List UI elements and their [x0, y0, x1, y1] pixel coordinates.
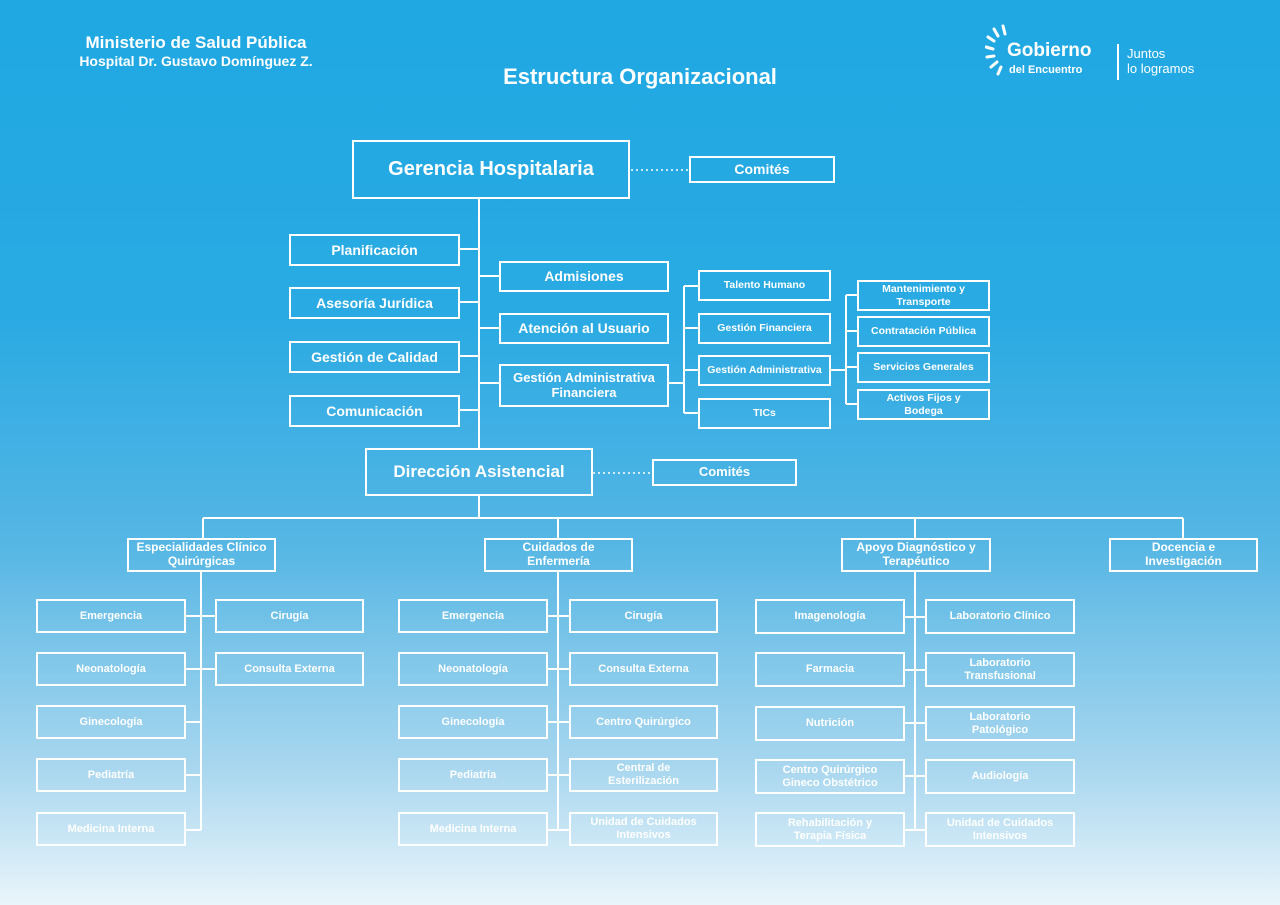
apoyo-audiologia-box: Audiología — [925, 759, 1075, 794]
logo-divider — [1117, 44, 1119, 80]
esp-neonatologia-box: Neonatología — [36, 652, 186, 686]
ministry-header: Ministerio de Salud Pública Hospital Dr.… — [62, 33, 330, 71]
apoyo-rehabilitacion-box: Rehabilitación y Terapia Física — [755, 812, 905, 847]
gestion-administrativa-financiera-box: Gestión Administrativa Financiera — [499, 364, 669, 407]
gestion-calidad-box: Gestión de Calidad — [289, 341, 460, 373]
enf-ginecologia-box: Ginecología — [398, 705, 548, 739]
esp-emergencia-box: Emergencia — [36, 599, 186, 633]
esp-medicina-interna-box: Medicina Interna — [36, 812, 186, 846]
apoyo-diagnostico-area-box: Apoyo Diagnóstico y Terapéutico — [841, 538, 991, 572]
page-title: Estructura Organizacional — [503, 64, 777, 89]
esp-pediatria-box: Pediatría — [36, 758, 186, 792]
apoyo-uci-box: Unidad de Cuidados Intensivos — [925, 812, 1075, 847]
especialidades-area-box: Especialidades Clínico Quirúrgicas — [127, 538, 276, 572]
apoyo-laboratorio-clinico-box: Laboratorio Clínico — [925, 599, 1075, 634]
servicios-generales-box: Servicios Generales — [857, 352, 990, 383]
enf-central-esterilizacion-box: Central de Esterilización — [569, 758, 718, 792]
enf-emergencia-box: Emergencia — [398, 599, 548, 633]
logo-tagline: Juntos lo logramos — [1127, 46, 1195, 76]
docencia-investigacion-area-box: Docencia e Investigación — [1109, 538, 1258, 572]
enf-consulta-externa-box: Consulta Externa — [569, 652, 718, 686]
enf-pediatria-box: Pediatría — [398, 758, 548, 792]
activos-fijos-bodega-box: Activos Fijos y Bodega — [857, 389, 990, 420]
esp-cirugia-box: Cirugía — [215, 599, 364, 633]
apoyo-centro-quirurgico-gineco-box: Centro Quirúrgico Gineco Obstétrico — [755, 759, 905, 794]
comunicacion-box: Comunicación — [289, 395, 460, 427]
mantenimiento-transporte-box: Mantenimiento y Transporte — [857, 280, 990, 311]
talento-humano-box: Talento Humano — [698, 270, 831, 301]
comites-top-box: Comités — [689, 156, 835, 183]
asesoria-juridica-box: Asesoría Jurídica — [289, 287, 460, 319]
burst-icon — [985, 24, 1007, 76]
enf-centro-quirurgico-box: Centro Quirúrgico — [569, 705, 718, 739]
comites-mid-box: Comités — [652, 459, 797, 486]
gestion-financiera-box: Gestión Financiera — [698, 313, 831, 344]
contratacion-publica-box: Contratación Pública — [857, 316, 990, 347]
apoyo-imagenologia-box: Imagenología — [755, 599, 905, 634]
logo-text-encuentro: del Encuentro — [1009, 64, 1083, 76]
cuidados-enfermeria-area-box: Cuidados de Enfermería — [484, 538, 633, 572]
gestion-administrativa-box: Gestión Administrativa — [698, 355, 831, 386]
enf-medicina-interna-box: Medicina Interna — [398, 812, 548, 846]
government-logo: Gobierno del Encuentro Juntos lo logramo… — [985, 22, 1215, 82]
atencion-usuario-box: Atención al Usuario — [499, 313, 669, 344]
direccion-asistencial-box: Dirección Asistencial — [365, 448, 593, 496]
apoyo-laboratorio-patologico-box: Laboratorio Patológico — [925, 706, 1075, 741]
esp-ginecologia-box: Ginecología — [36, 705, 186, 739]
ministry-name: Ministerio de Salud Pública — [85, 33, 307, 52]
esp-consulta-externa-box: Consulta Externa — [215, 652, 364, 686]
enf-cirugia-box: Cirugía — [569, 599, 718, 633]
apoyo-laboratorio-transfusional-box: Laboratorio Transfusional — [925, 652, 1075, 687]
admisiones-box: Admisiones — [499, 261, 669, 292]
tics-box: TICs — [698, 398, 831, 429]
logo-text-gobierno: Gobierno — [1007, 40, 1092, 61]
planificacion-box: Planificación — [289, 234, 460, 266]
apoyo-nutricion-box: Nutrición — [755, 706, 905, 741]
gerencia-hospitalaria-box: Gerencia Hospitalaria — [352, 140, 630, 199]
enf-uci-box: Unidad de Cuidados Intensivos — [569, 812, 718, 846]
enf-neonatologia-box: Neonatología — [398, 652, 548, 686]
hospital-name: Hospital Dr. Gustavo Domínguez Z. — [79, 53, 313, 69]
apoyo-farmacia-box: Farmacia — [755, 652, 905, 687]
